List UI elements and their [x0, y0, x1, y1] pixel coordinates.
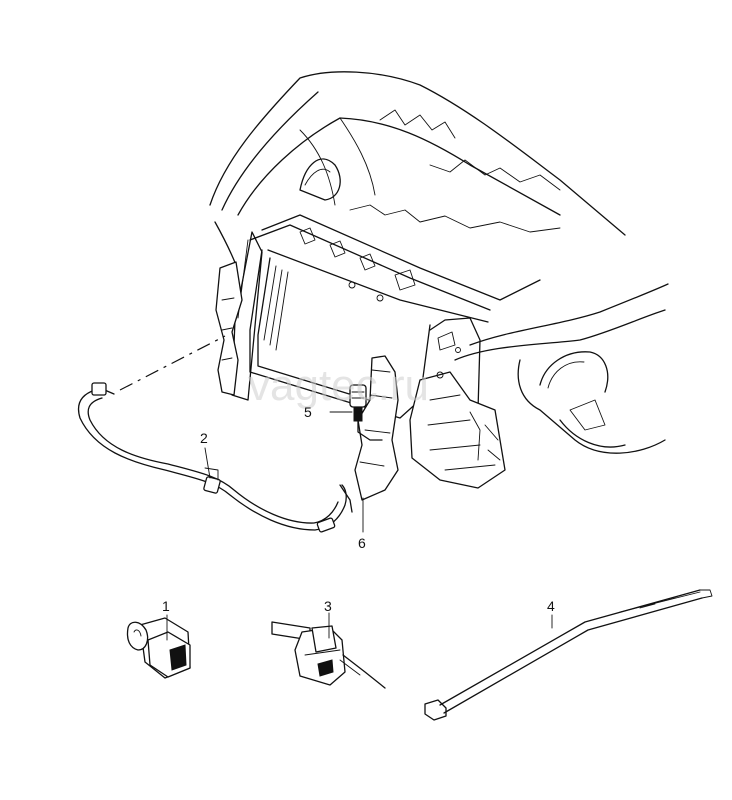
callout-number-5: 5: [304, 404, 312, 420]
radiator-assembly: [215, 231, 506, 489]
part-5-sensor: [349, 384, 383, 441]
callout-number-4: 4: [547, 598, 555, 614]
callout-number-1: 1: [162, 598, 170, 614]
part-4-cable-tie: [424, 589, 713, 721]
car-front-end-illustration: [209, 71, 669, 454]
callout-number-6: 6: [358, 535, 366, 551]
watermark-text: vagtec.ru: [248, 361, 429, 410]
part-2-hose-harness: [77, 382, 353, 533]
callout-number-2: 2: [200, 430, 208, 446]
callout-number-3: 3: [324, 598, 332, 614]
part-3-cable-holder: [271, 621, 386, 689]
part-1-connector: [126, 617, 191, 679]
callout-leaders: [166, 411, 553, 641]
assembly-indicator-line: [119, 335, 226, 391]
